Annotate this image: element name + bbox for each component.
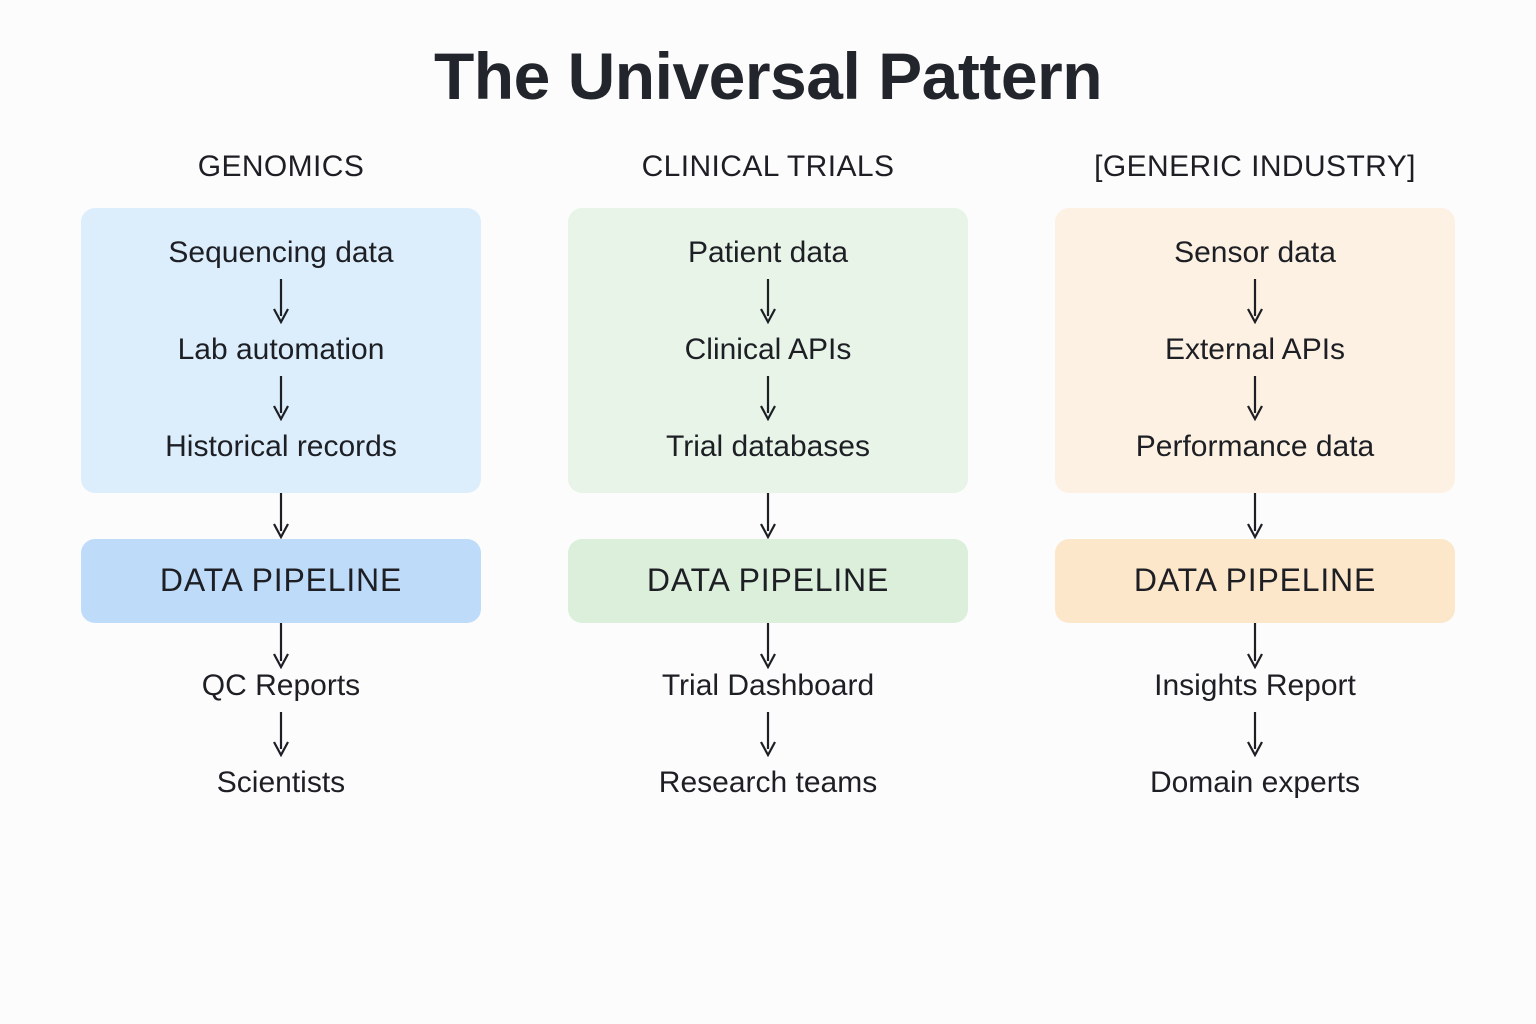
down-arrow-icon <box>273 278 289 324</box>
source-node: Sensor data <box>1174 235 1336 269</box>
pipeline-label: DATA PIPELINE <box>159 562 403 599</box>
source-box-clinical-trials: Patient data Clinical APIs Trial databas… <box>568 207 968 493</box>
outputs-generic-industry: Insights Report Domain experts <box>1055 622 1455 799</box>
column-header-clinical-trials: CLINICAL TRIALS <box>641 149 895 183</box>
source-box-genomics: Sequencing data Lab automation Historica… <box>81 207 481 493</box>
page-title: The Universal Pattern <box>433 39 1103 113</box>
source-node: Lab automation <box>177 332 385 366</box>
column-header-generic-industry: [GENERIC INDUSTRY] <box>1094 149 1416 183</box>
output-node: QC Reports <box>201 668 361 702</box>
down-arrow-icon <box>1247 375 1263 421</box>
source-node: Clinical APIs <box>684 332 852 366</box>
source-node: Historical records <box>165 429 397 463</box>
source-node: Trial databases <box>666 429 870 463</box>
output-node: Scientists <box>216 765 346 799</box>
down-arrow-icon <box>273 492 289 539</box>
source-node: Patient data <box>687 235 849 269</box>
output-node: Research teams <box>658 765 878 799</box>
down-arrow-icon <box>760 711 776 757</box>
outputs-clinical-trials: Trial Dashboard Research teams <box>568 622 968 799</box>
pipeline-label: DATA PIPELINE <box>1133 562 1377 599</box>
down-arrow-icon <box>273 711 289 757</box>
down-arrow-icon <box>1247 622 1263 669</box>
down-arrow-icon <box>1247 492 1263 539</box>
output-node: Domain experts <box>1149 765 1361 799</box>
output-node: Trial Dashboard <box>661 668 875 702</box>
down-arrow-icon <box>760 622 776 669</box>
column-genomics: GENOMICS Sequencing data Lab automation … <box>81 150 481 799</box>
output-node: Insights Report <box>1154 668 1356 702</box>
down-arrow-icon <box>760 375 776 421</box>
down-arrow-icon <box>1247 711 1263 757</box>
source-box-generic-industry: Sensor data External APIs Performance da… <box>1055 207 1455 493</box>
down-arrow-icon <box>273 375 289 421</box>
source-node: Sequencing data <box>168 235 394 269</box>
column-generic-industry: [GENERIC INDUSTRY] Sensor data External … <box>1055 150 1455 799</box>
down-arrow-icon <box>1247 278 1263 324</box>
outputs-genomics: QC Reports Scientists <box>81 622 481 799</box>
pipeline-label: DATA PIPELINE <box>646 562 890 599</box>
source-node: Performance data <box>1135 429 1375 463</box>
pipeline-bar-generic-industry: DATA PIPELINE <box>1055 538 1455 623</box>
down-arrow-icon <box>760 278 776 324</box>
down-arrow-icon <box>273 622 289 669</box>
down-arrow-icon <box>760 492 776 539</box>
pipeline-bar-clinical-trials: DATA PIPELINE <box>568 538 968 623</box>
pipeline-bar-genomics: DATA PIPELINE <box>81 538 481 623</box>
column-clinical-trials: CLINICAL TRIALS Patient data Clinical AP… <box>568 150 968 799</box>
columns-container: GENOMICS Sequencing data Lab automation … <box>0 150 1536 799</box>
column-header-genomics: GENOMICS <box>197 149 365 183</box>
source-node: External APIs <box>1164 332 1346 366</box>
